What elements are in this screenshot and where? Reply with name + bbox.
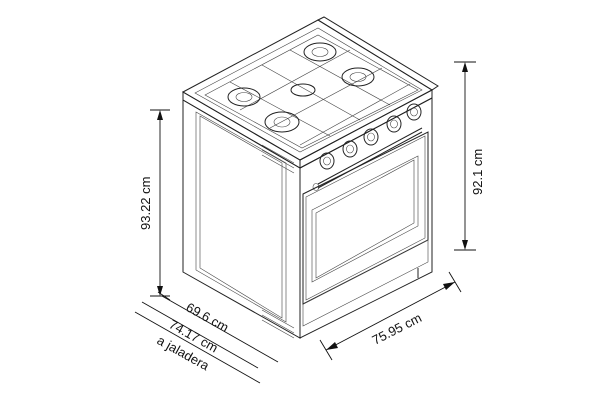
burner-center	[290, 83, 316, 97]
burner-front-right	[264, 111, 300, 133]
knob-1	[319, 152, 335, 170]
oven-door	[302, 131, 429, 305]
label-width: 75.95 cm	[370, 310, 424, 348]
oven-handle	[312, 127, 423, 191]
dimension-height-left	[150, 109, 170, 297]
drawer	[302, 239, 429, 327]
side-vent	[261, 144, 295, 339]
burner-back-left	[303, 42, 337, 62]
cooktop	[181, 16, 439, 161]
dimension-depth	[134, 291, 279, 384]
burner-front-left	[227, 87, 261, 107]
dimension-height-right	[454, 61, 476, 251]
knob-3	[363, 128, 379, 146]
cooktop-front-lip	[299, 89, 433, 169]
front-panel	[299, 97, 433, 339]
label-height-right: 92.1 cm	[470, 149, 485, 195]
knob-4	[386, 115, 402, 133]
label-height-left: 93.22 cm	[138, 177, 153, 230]
knob-5	[406, 103, 422, 121]
side-panel	[182, 99, 301, 339]
dimension-width	[319, 271, 462, 361]
knob-2	[342, 140, 358, 158]
grates	[204, 34, 419, 149]
burner-back-right	[341, 67, 375, 87]
oven-window	[311, 155, 419, 283]
